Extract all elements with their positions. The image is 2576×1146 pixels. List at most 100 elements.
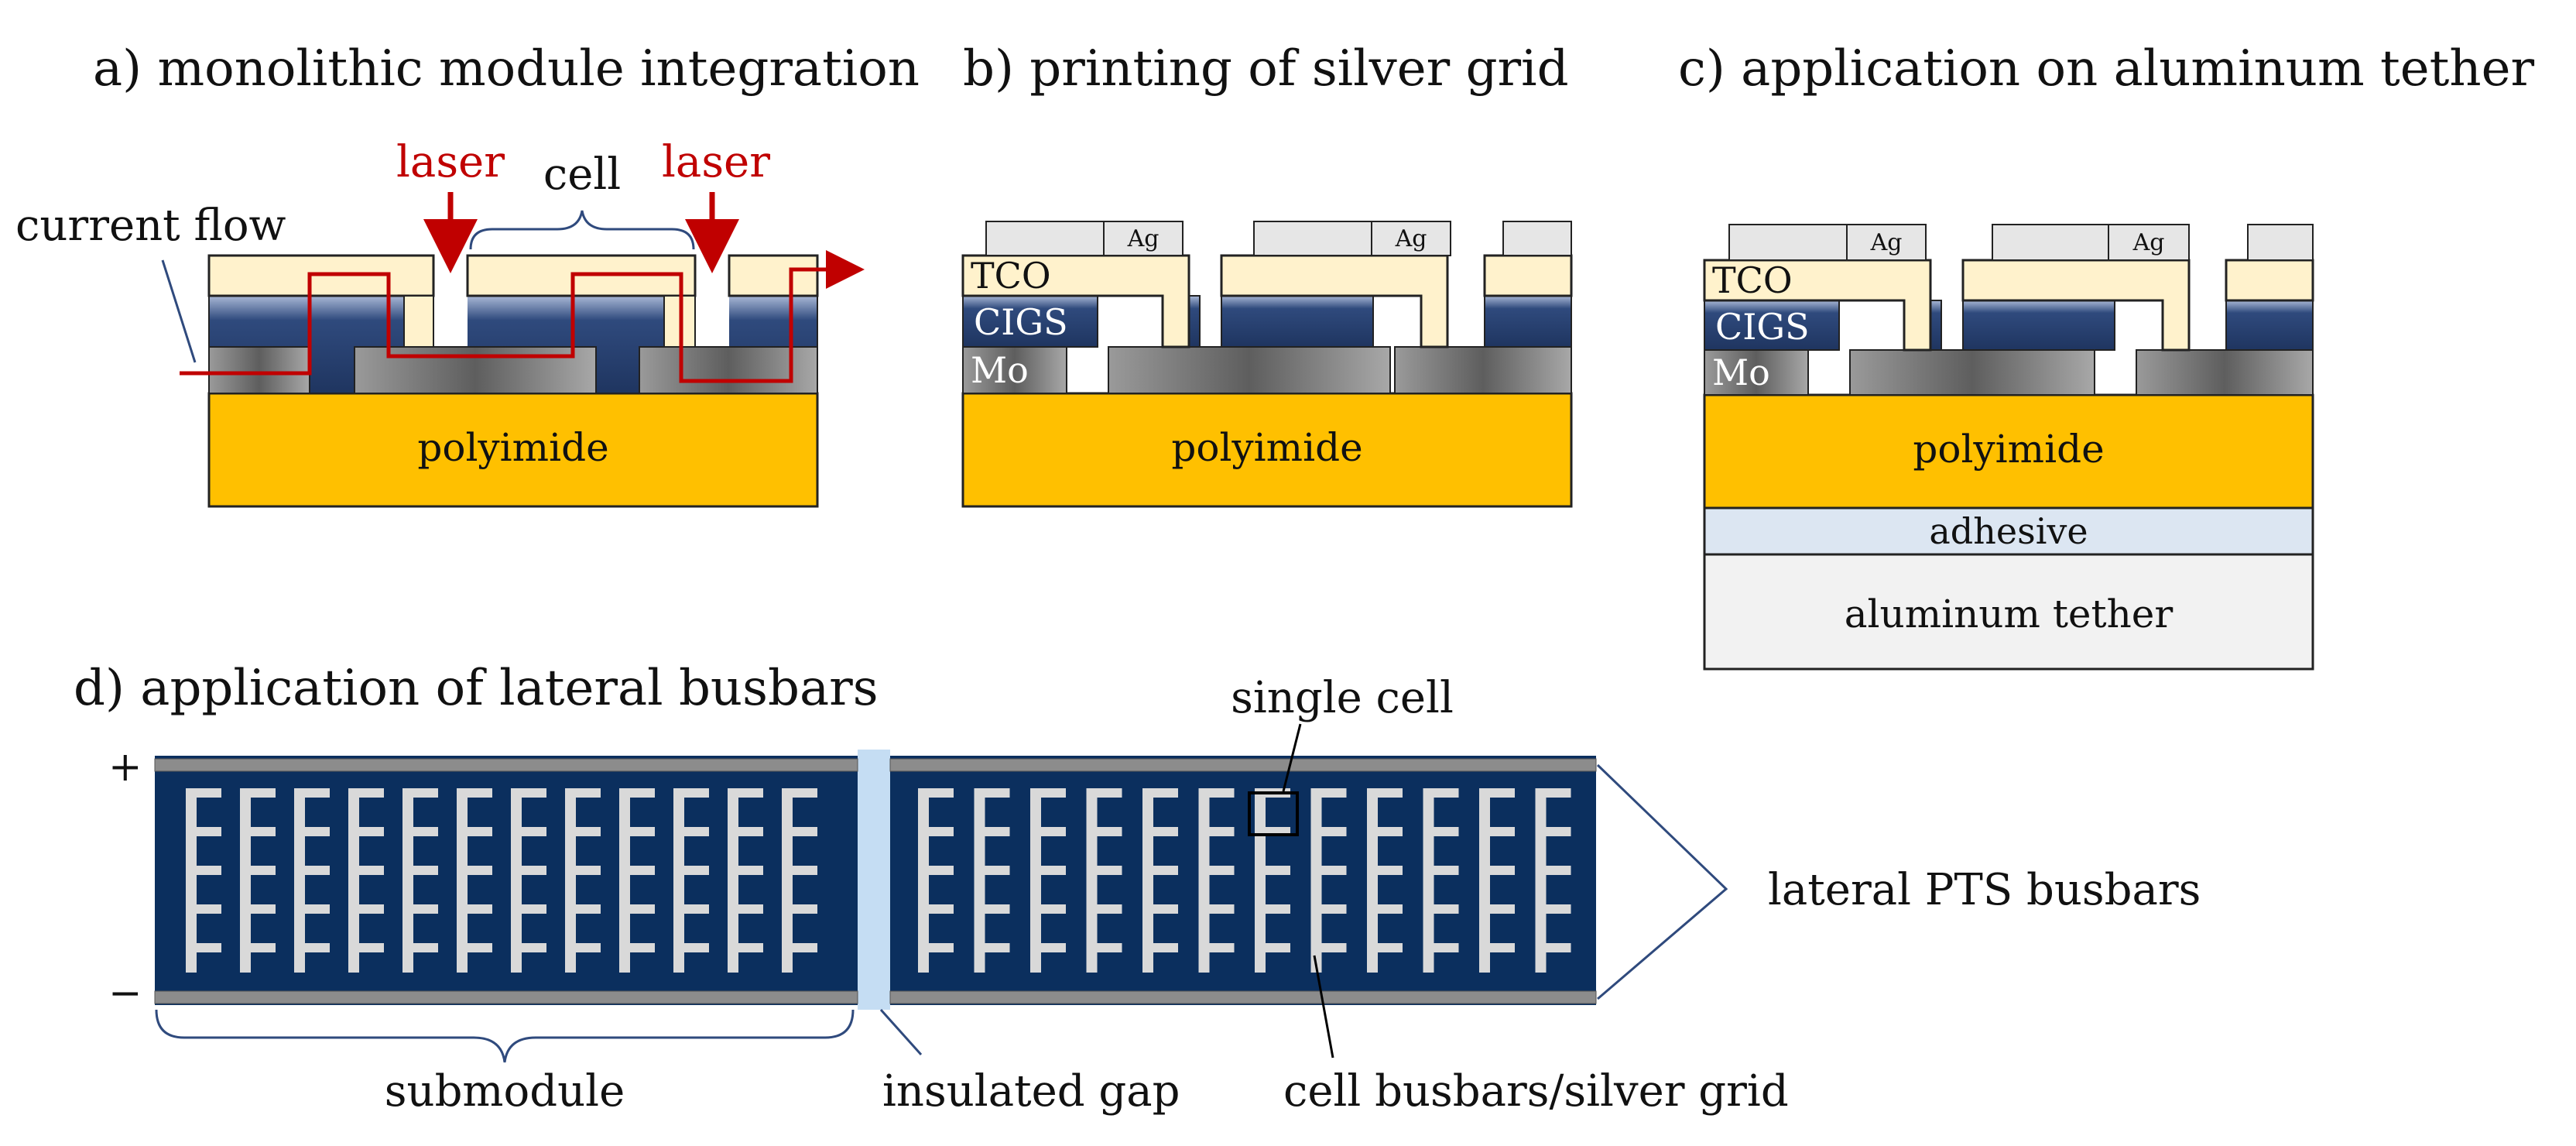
tco-segment	[961, 254, 1190, 348]
grid-finger	[1255, 866, 1290, 875]
insulated-gap-label: insulated gap	[882, 1066, 1180, 1117]
ag-finger	[1371, 221, 1451, 256]
grid-finger	[1423, 866, 1459, 875]
submodule-brace	[155, 1009, 855, 1063]
grid-finger	[1310, 827, 1347, 836]
grid-finger	[1535, 866, 1571, 875]
single-cell-marker	[1248, 791, 1299, 836]
grid-finger	[402, 827, 438, 836]
grid-finger	[619, 827, 655, 836]
cigs-segment	[1704, 300, 1840, 351]
cell-busbars-label: cell busbars/silver grid	[1283, 1066, 1789, 1117]
panel-c: c) application on aluminum tether alumin…	[1678, 40, 2534, 671]
cigs-segment	[962, 295, 1098, 348]
grid-finger	[728, 827, 763, 836]
grid-finger	[1142, 904, 1178, 914]
cigs-segment	[2225, 300, 2314, 351]
grid-finger	[348, 788, 384, 798]
grid-finger	[1367, 827, 1403, 836]
tco-label: TCO	[971, 255, 1051, 297]
cell-label: cell	[543, 149, 621, 200]
grid-finger	[348, 943, 384, 952]
grid-finger	[240, 788, 276, 798]
grid-finger	[918, 943, 954, 952]
insulated-gap	[858, 750, 890, 1010]
grid-finger	[619, 904, 655, 914]
single-cell-pointer	[1282, 723, 1302, 792]
grid-finger	[619, 788, 655, 798]
grid-finger	[565, 788, 601, 798]
lateral-busbar-bottom	[889, 990, 1597, 1004]
grid-finger	[1535, 788, 1571, 798]
mo-segment	[1108, 346, 1391, 394]
grid-finger	[974, 943, 1010, 952]
grid-finger	[1479, 827, 1515, 836]
grid-finger	[918, 827, 954, 836]
polyimide-label: polyimide	[1913, 427, 2104, 472]
grid-finger	[782, 904, 817, 914]
mo-segment	[208, 346, 310, 394]
tco-segment	[2225, 259, 2314, 302]
grid-finger	[1142, 827, 1178, 836]
cigs-segment	[1962, 300, 2115, 351]
grid-finger	[974, 866, 1010, 875]
grid-finger	[1030, 866, 1066, 875]
grid-finger	[1198, 904, 1235, 914]
grid-finger	[565, 866, 601, 875]
grid-finger	[240, 827, 276, 836]
grid-finger	[1255, 943, 1290, 952]
cigs-segment	[1221, 295, 1374, 348]
p3-scribe	[695, 256, 729, 347]
grid-finger	[1030, 943, 1066, 952]
grid-finger	[294, 788, 330, 798]
plus-sign: +	[108, 744, 142, 791]
panel-a: a) monolithic module integration polyimi…	[15, 40, 920, 508]
panel-d-title: d) application of lateral busbars	[74, 660, 879, 717]
grid-finger	[1423, 943, 1459, 952]
grid-finger	[565, 827, 601, 836]
grid-finger	[457, 943, 492, 952]
grid-finger	[240, 943, 276, 952]
ag-label: Ag	[1870, 229, 1903, 256]
grid-finger	[348, 866, 384, 875]
ag-finger	[1103, 221, 1184, 256]
tco-segment	[728, 254, 819, 297]
grid-finger	[974, 827, 1010, 836]
ag-finger	[1728, 224, 1848, 261]
current-flow-pointer	[161, 259, 197, 363]
grid-finger	[402, 904, 438, 914]
grid-finger	[673, 827, 709, 836]
grid-finger	[1142, 788, 1178, 798]
grid-finger	[728, 788, 763, 798]
cigs-label: CIGS	[974, 301, 1068, 343]
grid-finger	[1535, 943, 1571, 952]
grid-finger	[918, 904, 954, 914]
minus-sign: −	[108, 970, 142, 1017]
grid-finger	[511, 943, 546, 952]
grid-finger	[511, 788, 546, 798]
grid-finger	[511, 904, 546, 914]
single-cell-label: single cell	[1231, 673, 1454, 723]
grid-finger	[782, 788, 817, 798]
ag-finger	[2108, 224, 2190, 261]
grid-finger	[1086, 943, 1122, 952]
mo-segment	[1394, 346, 1572, 394]
mo-segment	[962, 346, 1067, 394]
grid-finger	[1198, 943, 1235, 952]
lateral-busbars-pointer	[1596, 763, 1728, 1000]
grid-finger	[1367, 943, 1403, 952]
grid-finger	[1142, 866, 1178, 875]
grid-finger	[673, 788, 709, 798]
tco-segment	[1483, 254, 1573, 297]
laser-label: laser	[396, 137, 505, 187]
mo-segment	[1849, 349, 2095, 396]
grid-finger	[1030, 904, 1066, 914]
grid-finger	[673, 866, 709, 875]
grid-finger	[782, 827, 817, 836]
grid-finger	[728, 943, 763, 952]
grid-finger	[294, 827, 330, 836]
p3-scribe	[433, 256, 468, 347]
insulated-gap-pointer	[879, 1008, 923, 1056]
tco-segment	[1703, 259, 1932, 352]
grid-finger	[1367, 904, 1403, 914]
